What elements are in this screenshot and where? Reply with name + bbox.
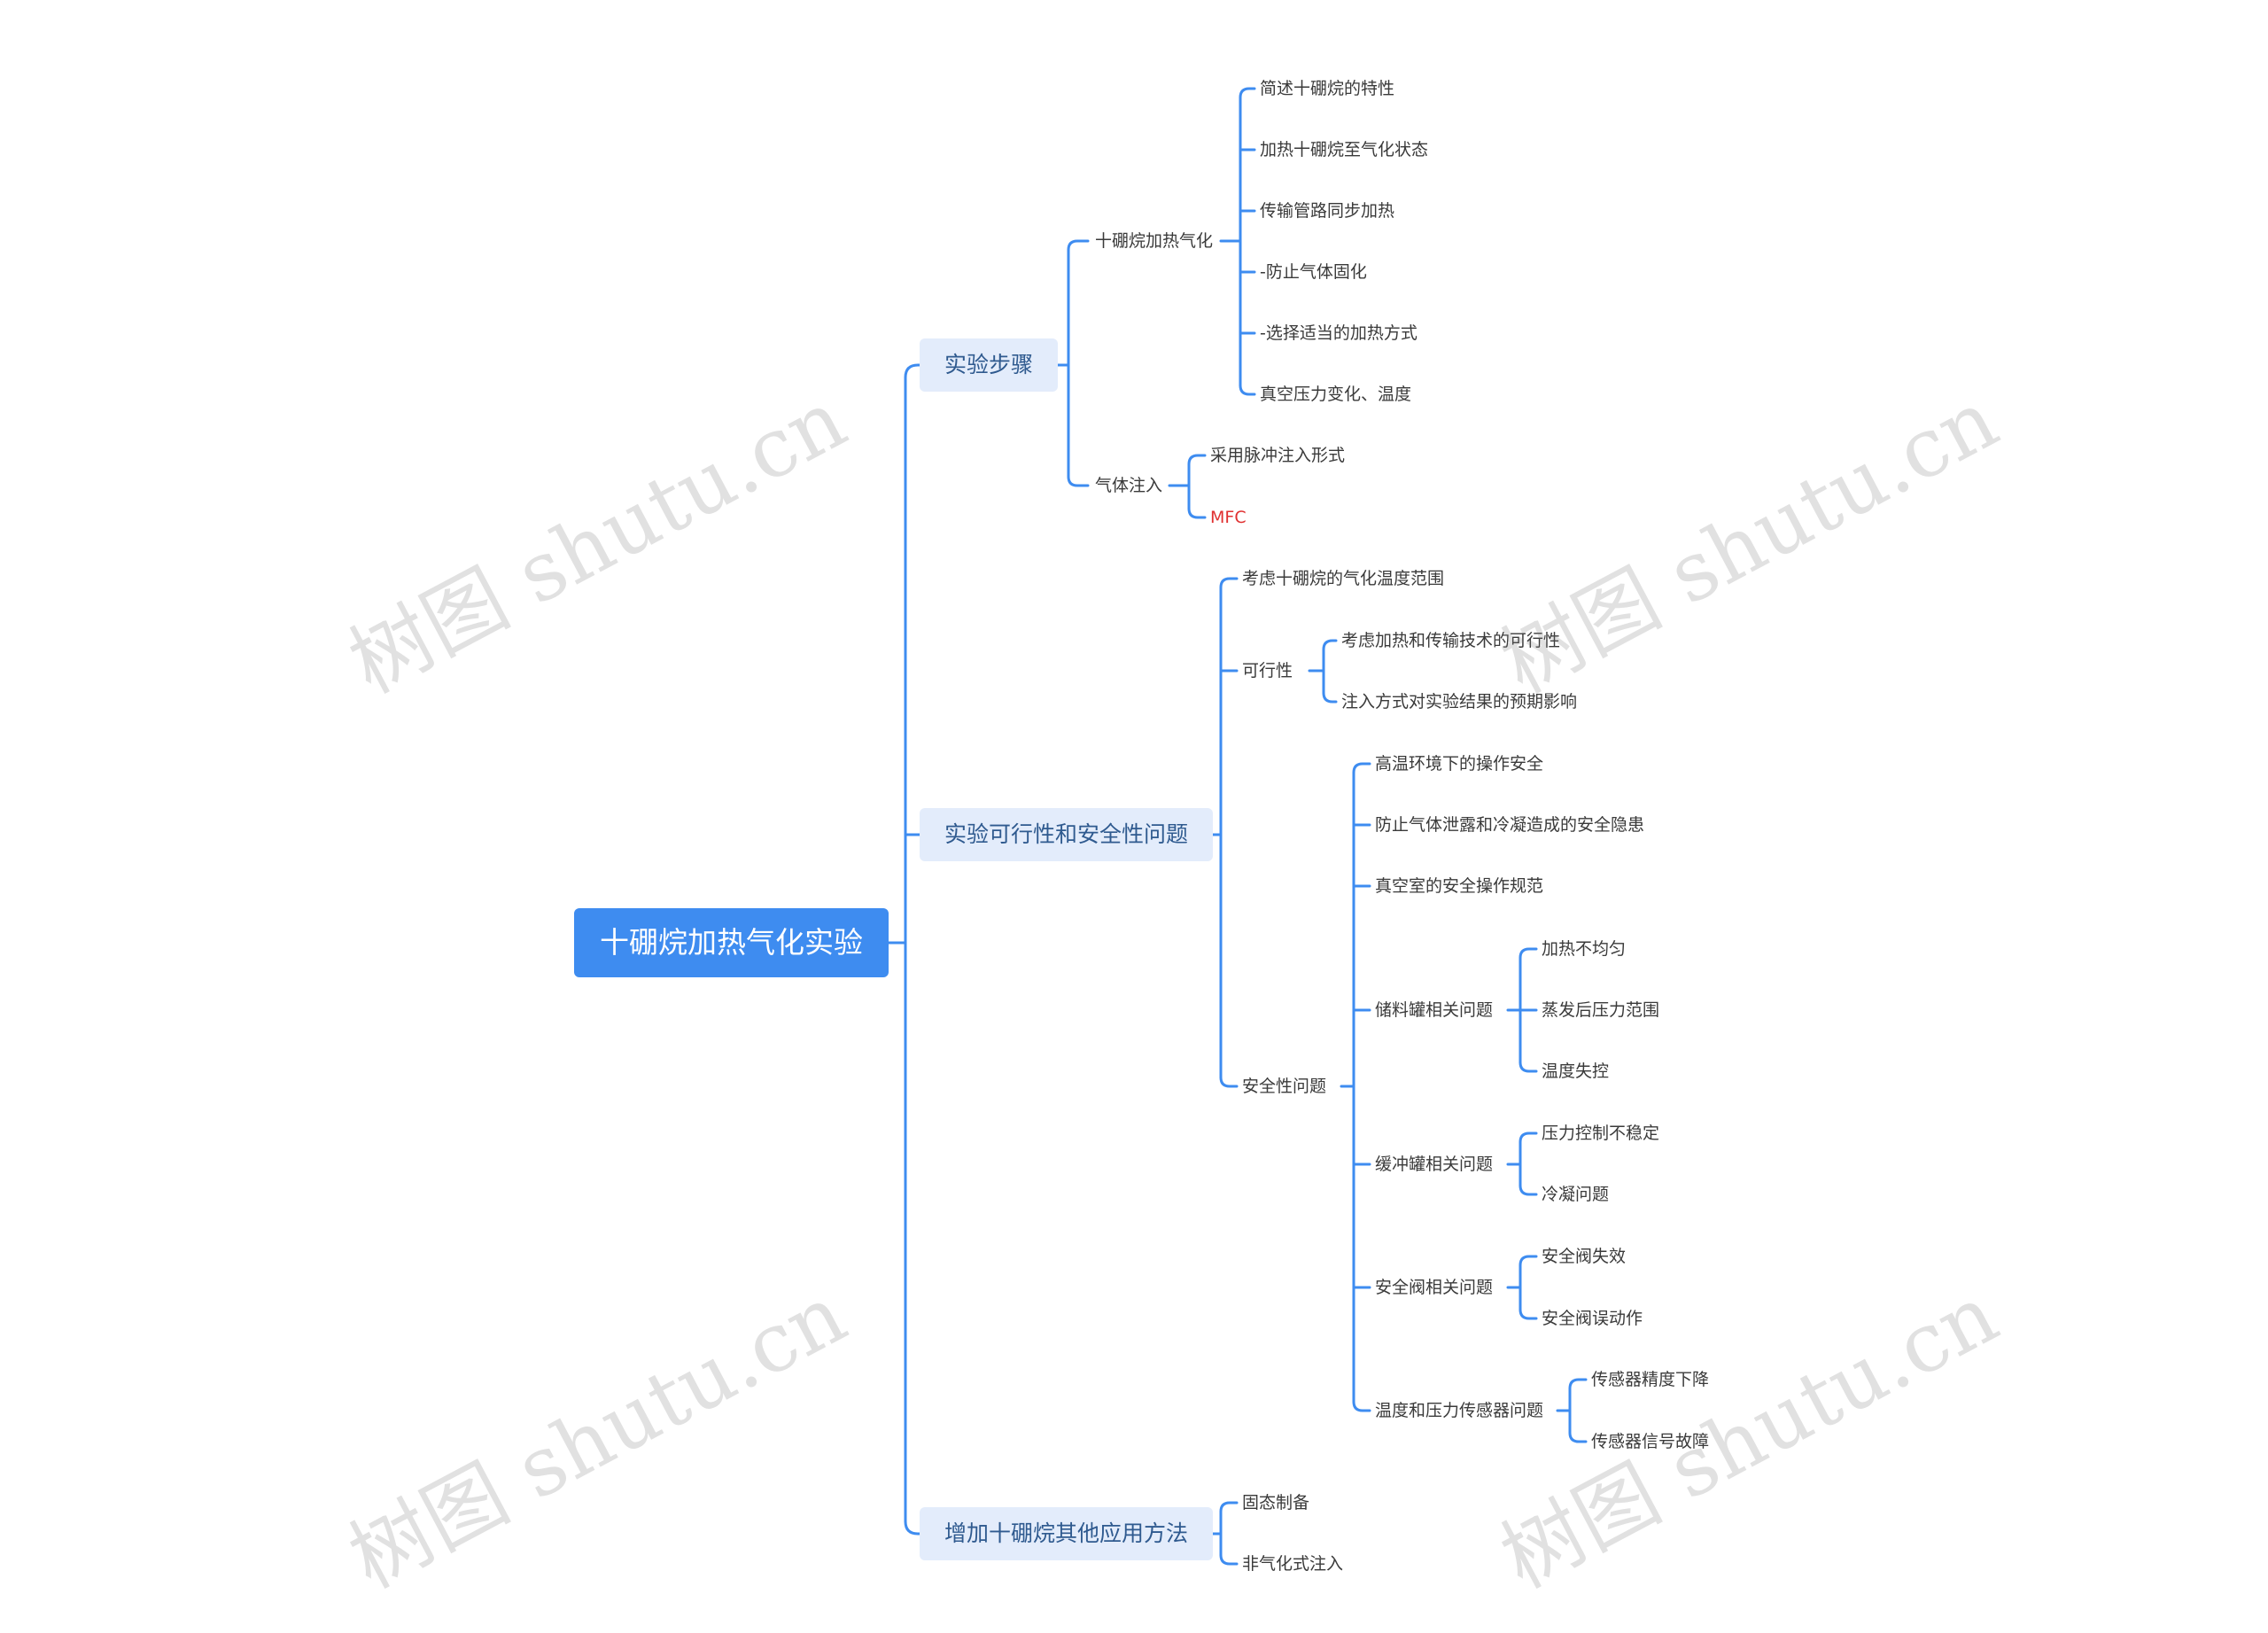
root-topic[interactable]: 十硼烷加热气化实验 (574, 908, 889, 977)
leaf-valve-failure[interactable]: 安全阀失效 (1542, 1247, 1627, 1266)
leaf-non-vapor-injection[interactable]: 非气化式注入 (1242, 1554, 1344, 1574)
leaf-pressure-range[interactable]: 蒸发后压力范围 (1542, 1000, 1660, 1020)
leaf-vacuum-temp[interactable]: 真空压力变化、温度 (1260, 385, 1412, 404)
leaf-pipe-heating[interactable]: 传输管路同步加热 (1260, 201, 1395, 221)
leaf-temp-runaway[interactable]: 温度失控 (1542, 1061, 1610, 1081)
subtopic-gas-injection[interactable]: 气体注入 (1095, 476, 1163, 495)
topic-experiment-steps[interactable]: 实验步骤 (920, 338, 1059, 392)
leaf-solid-prep[interactable]: 固态制备 (1242, 1493, 1310, 1512)
leaf-valve-misfire[interactable]: 安全阀误动作 (1542, 1309, 1643, 1328)
leaf-heat-to-gas[interactable]: 加热十硼烷至气化状态 (1260, 140, 1429, 159)
subtopic-feasibility[interactable]: 可行性 (1242, 661, 1293, 680)
subtopic-valve-issues[interactable]: 安全阀相关问题 (1375, 1278, 1494, 1297)
leaf-vaporization-range[interactable]: 考虑十硼烷的气化温度范围 (1242, 569, 1445, 588)
subtopic-heat-vaporize[interactable]: 十硼烷加热气化 (1095, 231, 1214, 251)
leaf-high-temp-safety[interactable]: 高温环境下的操作安全 (1375, 754, 1544, 774)
subtopic-tank-issues[interactable]: 储料罐相关问题 (1375, 1000, 1494, 1020)
subtopic-sensor-issues[interactable]: 温度和压力传感器问题 (1375, 1401, 1544, 1420)
subtopic-buffer-issues[interactable]: 缓冲罐相关问题 (1375, 1155, 1494, 1174)
leaf-tech-feasibility[interactable]: 考虑加热和传输技术的可行性 (1341, 631, 1561, 650)
subtopic-safety[interactable]: 安全性问题 (1242, 1077, 1327, 1096)
leaf-sensor-accuracy[interactable]: 传感器精度下降 (1591, 1370, 1710, 1389)
leaf-condensation[interactable]: 冷凝问题 (1542, 1185, 1610, 1204)
leaf-pressure-unstable[interactable]: 压力控制不稳定 (1542, 1124, 1660, 1143)
leaf-uneven-heating[interactable]: 加热不均匀 (1542, 939, 1627, 959)
leaf-prevent-solidify[interactable]: -防止气体固化 (1260, 262, 1367, 282)
leaf-heating-method[interactable]: -选择适当的加热方式 (1260, 323, 1418, 343)
leaf-property-summary[interactable]: 简述十硼烷的特性 (1260, 79, 1395, 98)
topic-feasibility-safety[interactable]: 实验可行性和安全性问题 (920, 808, 1214, 861)
leaf-mfc[interactable]: MFC (1210, 508, 1247, 527)
leaf-sensor-signal[interactable]: 传感器信号故障 (1591, 1432, 1710, 1451)
leaf-pulse-injection[interactable]: 采用脉冲注入形式 (1210, 446, 1346, 465)
leaf-leak-condense[interactable]: 防止气体泄露和冷凝造成的安全隐患 (1375, 815, 1645, 835)
leaf-vacuum-rules[interactable]: 真空室的安全操作规范 (1375, 876, 1544, 896)
leaf-injection-impact[interactable]: 注入方式对实验结果的预期影响 (1341, 692, 1578, 712)
topic-other-applications[interactable]: 增加十硼烷其他应用方法 (920, 1507, 1214, 1560)
